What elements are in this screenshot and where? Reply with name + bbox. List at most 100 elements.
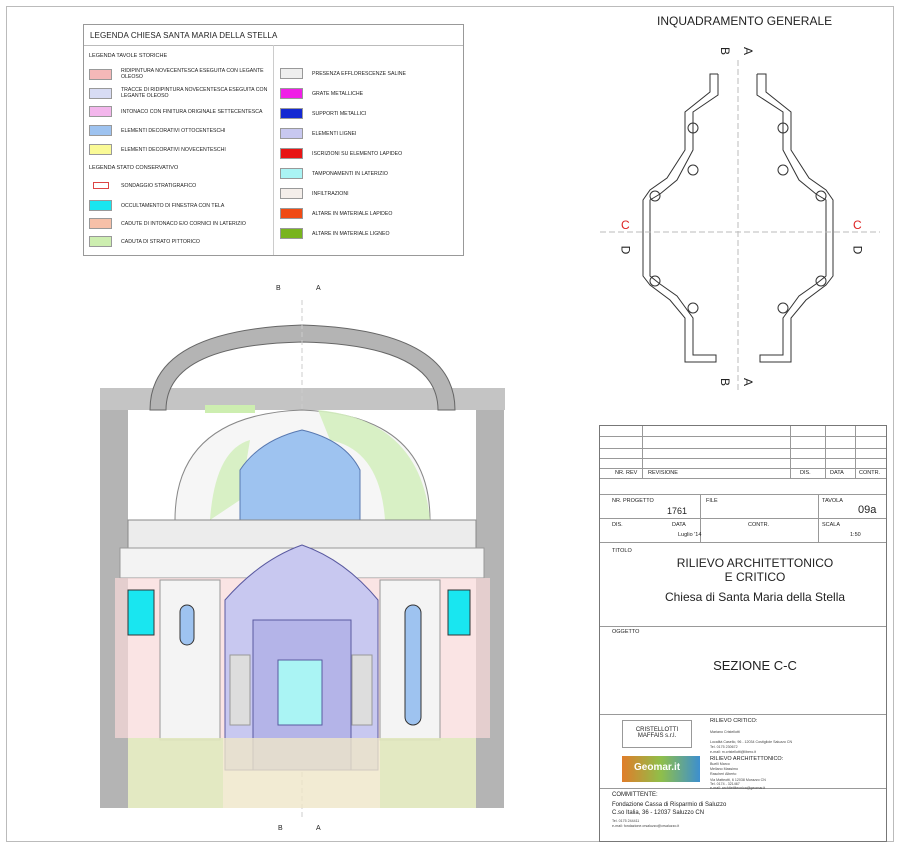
legend-label: PRESENZA EFFLORESCENZE SALINE	[312, 70, 406, 77]
legend-item: ISCRIZIONI SU ELEMENTO LAPIDEO	[280, 148, 462, 159]
legend-item: GRATE METALLICHE	[280, 88, 462, 99]
legend-item: PRESENZA EFFLORESCENZE SALINE	[280, 68, 462, 79]
pillar-left	[159, 579, 221, 741]
legend-label: ALTARE IN MATERIALE LAPIDEO	[312, 210, 393, 217]
section-mark-a-bottom: A	[316, 825, 321, 832]
label-nr-progetto: NR. PROGETTO	[612, 498, 654, 504]
legend-swatch	[89, 218, 112, 229]
legend-swatch	[280, 168, 303, 179]
rc-tel: Tel. 0175 230672	[710, 745, 738, 749]
ra-name-2: Mellano Massimo	[710, 767, 738, 771]
coat-of-arms	[239, 429, 361, 521]
legend-label: CADUTA DI STRATO PITTORICO	[121, 238, 200, 245]
legend-label: GRATE METALLICHE	[312, 90, 364, 97]
label-contr-2: CONTR.	[748, 522, 770, 528]
legend-swatch	[280, 188, 303, 199]
legend-label: ELEMENTI DECORATIVI OTTOCENTESCHI	[121, 127, 226, 134]
label-rilievo-architettonico: RILIEVO ARCHITETTONICO:	[710, 756, 784, 762]
legend-swatch	[89, 87, 112, 99]
label-oggetto: OGGETTO	[612, 629, 640, 635]
label-scala: SCALA	[822, 522, 841, 528]
base-green-right	[380, 738, 476, 808]
legend-label: CADUTE DI INTONACO E/O CORNICI IN LATERI…	[121, 220, 246, 227]
legend-item: OCCULTAMENTO DI FINESTRA CON TELA	[89, 200, 271, 211]
legend-label: SUPPORTI METALLICI	[312, 110, 367, 117]
legend-swatch	[280, 148, 303, 159]
label-rilievo-critico: RILIEVO CRITICO:	[710, 718, 758, 724]
label-titolo: TITOLO	[612, 548, 632, 554]
legend-item: ELEMENTI DECORATIVI OTTOCENTESCHI	[89, 125, 271, 136]
legend-box: LEGENDA CHIESA SANTA MARIA DELLA STELLA …	[83, 24, 464, 256]
ra-name-3: Rascheri Alberto	[710, 772, 737, 776]
rc-name: Mariano Cristellotti	[710, 730, 740, 734]
legend-label: INFILTRAZIONI	[312, 190, 349, 197]
logo-geomar-text: Geomar.it	[634, 762, 681, 773]
legend-label: TRACCE DI RIDIPINTURA NOVECENTESCA ESEGU…	[121, 87, 268, 99]
legend-label: ELEMENTI DECORATIVI NOVECENTESCHI	[121, 146, 226, 153]
section-mark-b-bottom: B	[278, 825, 283, 832]
legend-label: OCCULTAMENTO DI FINESTRA CON TELA	[121, 202, 225, 209]
legend-swatch	[280, 128, 303, 139]
label-dis-2: DIS.	[612, 522, 623, 528]
label-committente: COMMITTENTE:	[612, 792, 658, 798]
value-tavola: 09a	[858, 504, 877, 516]
legend-item: SONDAGGIO STRATIGRAFICO	[89, 182, 271, 189]
strip-green	[205, 405, 255, 413]
logo-geomar: Geomar.it	[622, 756, 700, 782]
legend-title: LEGENDA CHIESA SANTA MARIA DELLA STELLA	[90, 31, 278, 40]
legend-item: CADUTE DI INTONACO E/O CORNICI IN LATERI…	[89, 218, 271, 229]
legend-label: TAMPONAMENTI IN LATERIZIO	[312, 170, 388, 177]
legend-swatch	[280, 68, 303, 79]
legend-item: ELEMENTI LIGNEI	[280, 128, 462, 139]
label-contr: CONTR.	[859, 470, 881, 476]
label-data: DATA	[830, 470, 844, 476]
legend-section-conservation: LEGENDA STATO CONSERVATIVO	[89, 165, 179, 171]
value-nr-progetto: 1761	[667, 506, 688, 516]
rc-mail: e-mail: m.cristellotti@libero.it	[710, 750, 756, 754]
legend-label: ELEMENTI LIGNEI	[312, 130, 357, 137]
ra-addr: Via Matteotti, 6 12038 Murazzo CN	[710, 778, 766, 782]
drawing-sheet	[6, 6, 894, 842]
church-plan	[642, 73, 834, 363]
title-line-2: E CRITICO	[724, 570, 786, 584]
legend-swatch	[93, 182, 109, 189]
legend-item: RIDIPINTURA NOVECENTESCA ESEGUITA CON LE…	[89, 68, 271, 80]
legend-swatch	[89, 125, 112, 136]
niche-right	[404, 604, 422, 726]
title-line-1: RILIEVO ARCHITETTONICO	[676, 556, 834, 570]
committente-name: Fondazione Cassa di Risparmio di Saluzzo	[612, 802, 727, 808]
legend-swatch	[280, 88, 303, 99]
plan-mark-c-right: C	[853, 218, 862, 232]
legend-section-historical: LEGENDA TAVOLE STORICHE	[89, 53, 168, 59]
niche-left	[179, 604, 195, 646]
legend-column-divider	[273, 45, 274, 255]
legend-swatch	[280, 228, 303, 239]
legend-item: INFILTRAZIONI	[280, 188, 462, 199]
legend-label: ISCRIZIONI SU ELEMENTO LAPIDEO	[312, 150, 403, 157]
ra-tel: Tel. 0174 - 321467	[710, 782, 740, 786]
label-dis: DIS.	[800, 470, 811, 476]
plan-mark-c-left: C	[621, 218, 630, 232]
committente-mail: e-mail: fondazione.crsaluzzo@crsaluzzo.i…	[612, 824, 680, 828]
legend-item: CADUTA DI STRATO PITTORICO	[89, 236, 271, 247]
statue-left	[229, 654, 251, 726]
legend-swatch	[280, 208, 303, 219]
lunette-green-area	[318, 410, 430, 520]
dome-shell	[149, 324, 456, 411]
legend-swatch	[89, 200, 112, 211]
legend-label: INTONACO CON FINITURA ORIGINALE SETTECEN…	[121, 108, 263, 115]
legend-label: SONDAGGIO STRATIGRAFICO	[121, 182, 197, 189]
title-block: NR. REV REVISIONE DIS. DATA CONTR. NR. P…	[599, 425, 887, 842]
legend-item: TAMPONAMENTI IN LATERIZIO	[280, 168, 462, 179]
ra-mail: e-mail: architettitecnica@geomar.it	[710, 786, 766, 790]
window-right-canvas	[447, 589, 471, 636]
legend-item: SUPPORTI METALLICI	[280, 108, 462, 119]
legend-swatch	[89, 68, 112, 80]
label-data-2: DATA	[672, 522, 686, 528]
committente-tel: Tel. 0175 244411	[612, 819, 640, 823]
label-nr-rev: NR. REV	[615, 470, 638, 476]
window-left-canvas	[127, 589, 155, 636]
value-scala: 1:50	[850, 532, 861, 538]
legend-item: TRACCE DI RIDIPINTURA NOVECENTESCA ESEGU…	[89, 87, 271, 99]
legend-item: ALTARE IN MATERIALE LIGNEO	[280, 228, 462, 239]
